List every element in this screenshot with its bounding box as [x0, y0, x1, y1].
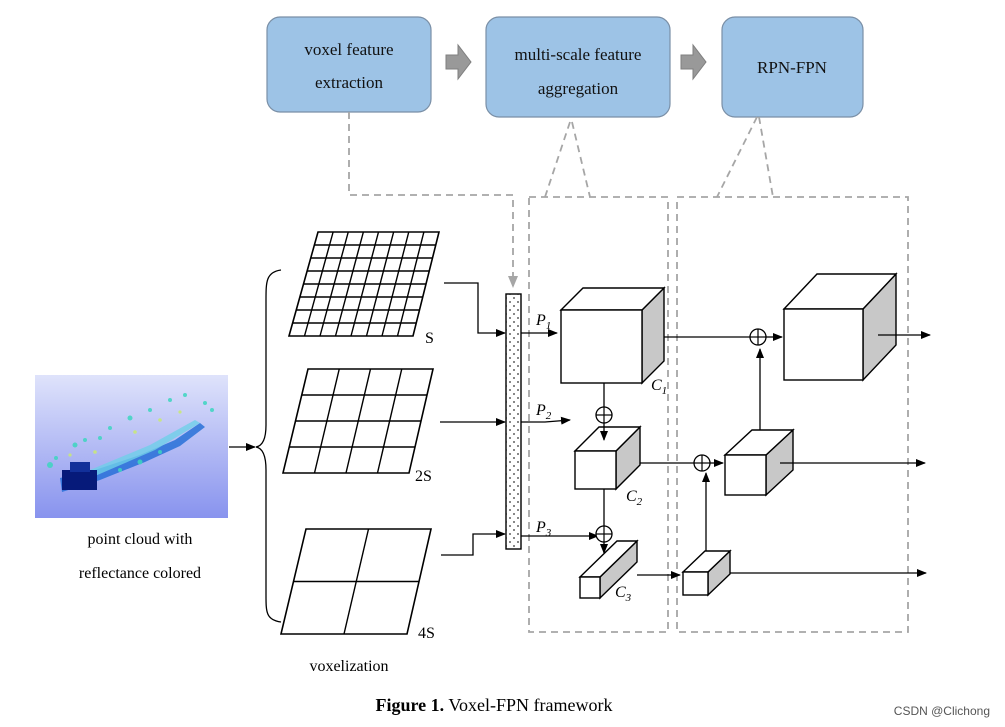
grid-4s	[279, 528, 433, 635]
stage-label-line2: extraction	[315, 73, 383, 92]
p2-label: P2	[535, 402, 552, 422]
point-cloud-label-line2: reflectance colored	[79, 565, 201, 582]
grid-s	[287, 231, 441, 337]
sum-node-rpn-mid	[693, 454, 711, 472]
cube-c3	[578, 539, 639, 600]
grid-col-line	[381, 231, 410, 337]
cube-c2	[573, 425, 642, 491]
p1-label: P1	[535, 312, 551, 332]
grid-outline	[287, 231, 441, 337]
grid-s-arrow	[444, 282, 506, 337]
voxel-feature-bar	[505, 293, 522, 550]
grid-col-line	[350, 231, 380, 337]
voxelization-label: voxelization	[309, 658, 388, 675]
grid-2s	[281, 368, 435, 474]
stage-label-line1: voxel feature	[304, 40, 393, 59]
grid-outline	[279, 528, 433, 635]
point-cloud-label-line1: point cloud with	[88, 531, 193, 548]
cube-rpn-bottom	[681, 549, 732, 597]
c1-label: C1	[651, 377, 667, 397]
p3-label: P3	[535, 519, 552, 539]
grid-4s-arrow	[441, 530, 506, 556]
sum-node-p3	[595, 525, 613, 543]
c2-label: C2	[626, 488, 643, 508]
stage-arrow-1	[445, 43, 472, 81]
cube-rpn-top	[782, 272, 898, 382]
stage-arrow-2	[680, 43, 707, 81]
grid-col-line	[343, 528, 370, 635]
stage-label-line2: aggregation	[538, 79, 619, 98]
cube-rpn-mid	[723, 428, 795, 497]
figure-caption: Figure 1. Voxel-FPN framework	[376, 695, 613, 715]
stage-multi-scale-aggregation: multi-scale feature aggregation	[485, 16, 671, 118]
grid-col-line	[376, 368, 403, 474]
stage-rpn-fpn: RPN-FPN	[721, 16, 864, 118]
sum-node-rpn-top	[749, 328, 767, 346]
grid-col-line	[396, 231, 425, 337]
point-cloud-image	[35, 375, 228, 518]
grid-outline	[281, 368, 435, 474]
stage-voxel-feature-extraction: voxel feature extraction	[266, 16, 432, 113]
grid-label-s: S	[425, 330, 434, 347]
dashed-callouts	[348, 112, 909, 633]
watermark: CSDN @Clichong	[894, 704, 990, 718]
stage-label-line1: multi-scale feature	[515, 45, 642, 64]
voxelization-brace	[255, 269, 282, 623]
p2-arrow	[521, 416, 571, 425]
sum-node-p2	[595, 406, 613, 424]
grid-col-line	[345, 368, 372, 474]
grid-label-4s: 4S	[418, 625, 435, 642]
grid-label-2s: 2S	[415, 468, 432, 485]
cube-c1	[559, 286, 666, 385]
stage-label-line1: RPN-FPN	[757, 58, 827, 77]
c3-label: C3	[615, 584, 632, 604]
grid-col-line	[365, 231, 395, 337]
